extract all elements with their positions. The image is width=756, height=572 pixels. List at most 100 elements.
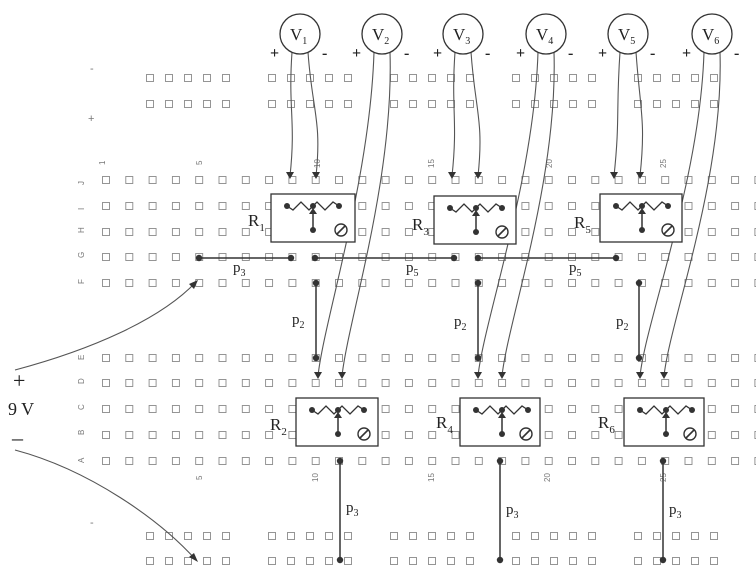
breadboard-hole	[265, 405, 274, 413]
battery-9v: + 9 V –	[8, 368, 34, 450]
breadboard-hole	[171, 405, 180, 413]
breadboard-hole	[218, 253, 227, 261]
breadboard-hole	[218, 431, 227, 439]
breadboard-hole	[451, 279, 460, 287]
breadboard-hole	[265, 457, 274, 465]
breadboard-hole	[381, 354, 390, 362]
breadboard-hole	[707, 228, 716, 236]
breadboard-hole	[498, 354, 507, 362]
breadboard-hole	[381, 379, 390, 387]
wire-label-p5-left: p5	[406, 260, 419, 279]
breadboard-hole	[591, 202, 600, 210]
breadboard-hole	[544, 202, 553, 210]
breadboard-hole	[544, 405, 553, 413]
rail-hole	[691, 100, 699, 108]
voltmeter-minus-terminal: -	[650, 45, 655, 62]
breadboard-hole	[288, 354, 297, 362]
breadboard-hole	[731, 279, 740, 287]
breadboard-hole	[265, 354, 274, 362]
breadboard-hole	[498, 379, 507, 387]
rail-hole	[428, 557, 436, 565]
breadboard-hole	[568, 405, 576, 413]
breadboard-hole	[731, 431, 740, 439]
rail-hole	[222, 100, 230, 108]
svg-text:V6: V6	[702, 25, 719, 47]
breadboard-hole	[521, 202, 530, 210]
breadboard-hole	[404, 228, 413, 236]
breadboard-hole	[614, 431, 623, 439]
breadboard-hole	[707, 405, 716, 413]
breadboard-hole	[102, 457, 110, 465]
rail-hole	[634, 100, 642, 108]
breadboard-hole	[335, 253, 343, 261]
breadboard-hole	[218, 202, 227, 210]
rail-hole	[512, 74, 520, 82]
breadboard-hole	[591, 354, 600, 362]
breadboard-hole	[381, 176, 390, 184]
breadboard-hole	[218, 354, 227, 362]
voltmeter-minus-terminal: -	[322, 45, 327, 62]
rail-hole	[306, 100, 314, 108]
breadboard-hole	[731, 253, 740, 261]
potentiometer-r3	[433, 195, 517, 245]
row-letter-i: I	[77, 208, 86, 210]
col-number-10-bottom: 10	[311, 473, 320, 482]
rail-hole	[325, 74, 333, 82]
breadboard-hole	[754, 354, 756, 362]
breadboard-hole	[707, 202, 716, 210]
breadboard-hole	[591, 253, 600, 261]
breadboard-hole	[521, 228, 530, 236]
breadboard-hole	[614, 176, 623, 184]
breadboard-hole	[241, 228, 250, 236]
row-letter-a: A	[77, 457, 86, 463]
col-number-25: 25	[659, 159, 668, 168]
rail-hole	[344, 557, 352, 565]
breadboard-labels: J I H G F E D C B A 1 5 10 15 20 25 5 10…	[77, 63, 668, 529]
rail-hole	[653, 532, 661, 540]
rail-hole	[550, 557, 558, 565]
breadboard-hole	[125, 379, 134, 387]
breadboard-hole	[661, 354, 670, 362]
rail-hole	[512, 557, 520, 565]
rail-hole	[390, 532, 398, 540]
rail-hole	[588, 74, 596, 82]
rail-hole	[203, 557, 211, 565]
breadboard-hole	[544, 176, 553, 184]
breadboard-hole	[544, 379, 553, 387]
col-number-15-bottom: 15	[427, 473, 436, 482]
rail-hole	[268, 100, 276, 108]
wire-labels: p3 p5 p5 p2 p2 p2 p3 p3 p3	[233, 260, 682, 521]
potentiometer-r2	[295, 397, 379, 447]
rail-hole	[306, 557, 314, 565]
breadboard-hole	[358, 457, 367, 465]
breadboard-hole	[568, 457, 576, 465]
breadboard-hole	[381, 457, 390, 465]
lead-arrow	[636, 172, 644, 179]
voltmeter-lead	[341, 51, 391, 377]
rail-hole	[390, 74, 398, 82]
breadboard-hole	[544, 228, 553, 236]
rail-hole	[222, 74, 230, 82]
rail-hole	[146, 557, 154, 565]
breadboard-hole	[381, 405, 390, 413]
breadboard-hole	[218, 379, 227, 387]
resistor-label-r6: R6	[598, 413, 615, 436]
breadboard-hole	[498, 279, 507, 287]
breadboard-hole	[731, 457, 740, 465]
rail-hole	[306, 532, 314, 540]
breadboard-hole	[451, 176, 460, 184]
breadboard-hole	[381, 228, 390, 236]
wire-end-dot	[659, 457, 667, 465]
breadboard-hole	[335, 379, 343, 387]
battery-minus-lead	[14, 449, 197, 561]
breadboard-holes	[102, 74, 756, 565]
col-number-20-bottom: 20	[543, 473, 552, 482]
rail-hole	[447, 557, 455, 565]
rail-hole	[531, 532, 539, 540]
breadboard-hole	[265, 431, 274, 439]
breadboard-hole	[218, 279, 227, 287]
breadboard-hole	[544, 431, 553, 439]
breadboard-hole	[241, 202, 250, 210]
breadboard-hole	[218, 457, 227, 465]
